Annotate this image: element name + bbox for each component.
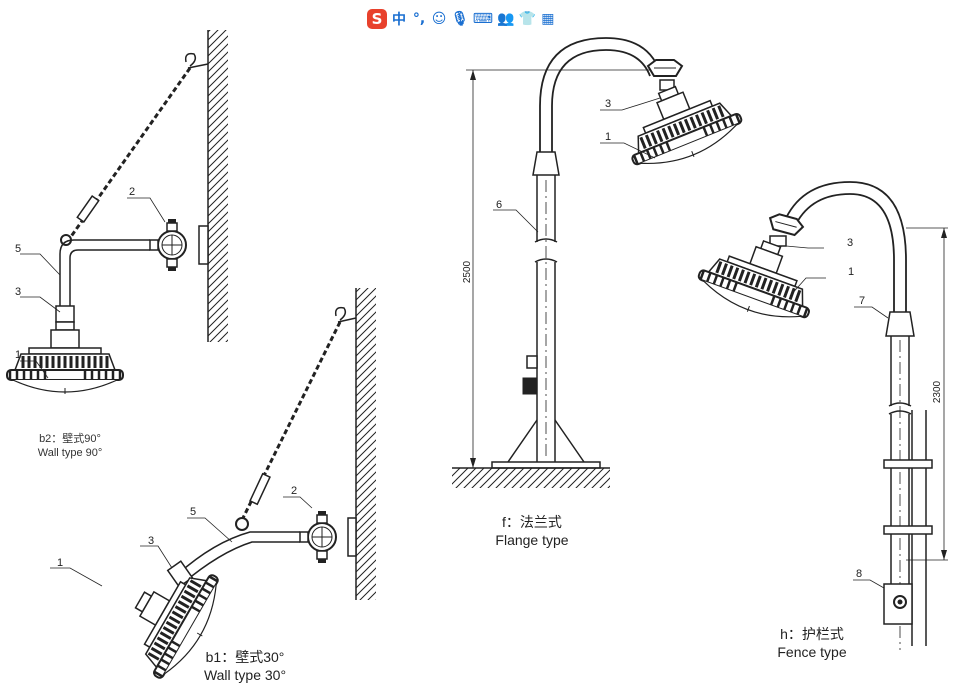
callout-h-7: 7 bbox=[859, 295, 865, 307]
callout-h-3: 3 bbox=[847, 237, 853, 249]
caption-b1-cn: b1：壁式30° bbox=[205, 649, 285, 665]
toolbox-icon[interactable]: ▦ bbox=[541, 11, 555, 27]
callout-h-1: 1 bbox=[848, 266, 854, 278]
callout-b1-5: 5 bbox=[190, 506, 196, 518]
figure-b1-wall-30 bbox=[109, 288, 376, 688]
caption-h-en: Fence type bbox=[777, 643, 847, 660]
callout-b2-3: 3 bbox=[15, 286, 21, 298]
chinese-mode-icon[interactable]: 中 bbox=[392, 12, 406, 28]
ime-logo-icon[interactable]: S bbox=[367, 9, 387, 29]
caption-h-cn: h：护栏式 bbox=[780, 626, 844, 642]
microphone-icon[interactable]: 🎙 bbox=[451, 11, 469, 27]
figure-f-flange bbox=[452, 37, 750, 488]
figure-b2-wall-90 bbox=[5, 30, 228, 396]
callout-f-1: 1 bbox=[605, 131, 611, 143]
figure-h-fence bbox=[691, 181, 948, 650]
caption-f-cn: f：法兰式 bbox=[502, 514, 562, 530]
ime-toolbar: S 中 °, ☺ 🎙 ⌨ 👥 👕 ▦ bbox=[367, 8, 556, 30]
leader-lines bbox=[20, 97, 889, 589]
caption-b1: b1：壁式30° Wall type 30° bbox=[180, 649, 310, 684]
caption-h: h：护栏式 Fence type bbox=[752, 626, 872, 661]
callout-h-8: 8 bbox=[856, 568, 862, 580]
punctuation-icon[interactable]: °, bbox=[412, 11, 426, 27]
callout-b1-2: 2 bbox=[291, 485, 297, 497]
caption-b1-en: Wall type 30° bbox=[203, 666, 287, 683]
dimension-h-height: 2300 bbox=[932, 380, 943, 403]
user-icon[interactable]: 👥 bbox=[497, 11, 515, 27]
callout-b2-2: 2 bbox=[129, 186, 135, 198]
callout-f-3: 3 bbox=[605, 98, 611, 110]
callout-b2-5: 5 bbox=[15, 243, 21, 255]
caption-b2: b2：壁式90° Wall type 90° bbox=[20, 433, 120, 461]
callout-numbers: 2 5 3 1 2 5 3 1 3 1 6 3 1 7 8 bbox=[15, 98, 865, 580]
keyboard-icon[interactable]: ⌨ bbox=[472, 11, 493, 27]
caption-f: f：法兰式 Flange type bbox=[472, 514, 592, 549]
skin-icon[interactable]: 👕 bbox=[518, 11, 536, 27]
caption-b2-en: Wall type 90° bbox=[37, 446, 103, 459]
caption-b2-cn: b2：壁式90° bbox=[39, 433, 101, 445]
emoji-icon[interactable]: ☺ bbox=[431, 11, 447, 27]
dimension-f-height: 2500 bbox=[462, 260, 473, 283]
callout-b1-3: 3 bbox=[148, 535, 154, 547]
callout-f-6: 6 bbox=[496, 199, 502, 211]
callout-b2-1: 1 bbox=[15, 349, 21, 361]
caption-f-en: Flange type bbox=[495, 531, 569, 548]
callout-b1-1: 1 bbox=[57, 557, 63, 569]
